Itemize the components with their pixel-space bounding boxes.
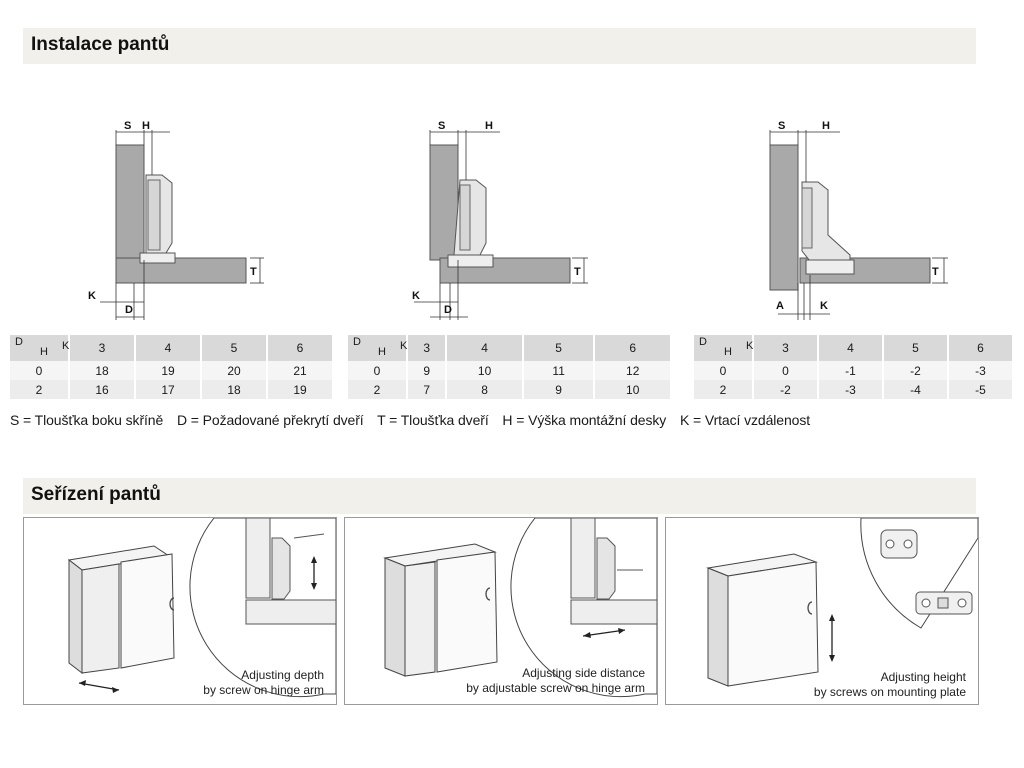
label-h: H <box>822 120 830 132</box>
label-t: T <box>932 266 939 278</box>
cabinet-side-panel <box>115 144 145 261</box>
table-column-header: 4 <box>819 335 882 361</box>
dimension-legend: S = Tloušťka boku skříně D = Požadované … <box>10 412 820 428</box>
label-k: K <box>88 290 96 302</box>
hinge-shape <box>801 181 851 262</box>
table-column-header: 3 <box>754 335 817 361</box>
legend-item: H = Výška montážní desky <box>502 412 667 428</box>
adjust-depth-caption: Adjusting depth by screw on hinge arm <box>203 668 324 697</box>
label-s: S <box>124 120 131 132</box>
install-section-title: Instalace pantů <box>31 34 170 55</box>
table-column-header: 5 <box>884 335 947 361</box>
hinge-diagram-full-overlay: S H T K D <box>88 120 264 320</box>
table-column-header: 3 <box>408 335 446 361</box>
door-panel <box>115 257 247 284</box>
table-column-header: 4 <box>136 335 200 361</box>
table-row: 2-2-3-4-5 <box>694 380 1012 399</box>
table-column-header: 4 <box>447 335 522 361</box>
mounting-plate <box>801 187 813 249</box>
mounting-plate <box>147 179 161 251</box>
label-s: S <box>778 120 785 132</box>
mounting-plate <box>459 184 471 251</box>
label-k: K <box>820 300 828 312</box>
table-column-header: 3 <box>70 335 134 361</box>
label-a: A <box>776 300 784 312</box>
table-column-header: 6 <box>949 335 1012 361</box>
adjust-height-caption: Adjusting height by screws on mounting p… <box>813 670 966 699</box>
cabinet-side-panel <box>769 144 799 291</box>
table-corner: D H K <box>348 335 407 361</box>
hinge-diagram-half-overlay: S H T K D <box>412 120 588 320</box>
hinge-cup <box>447 254 494 268</box>
cabinet-height-illustration <box>706 518 978 687</box>
cabinet-side-panel <box>429 144 459 261</box>
label-h: H <box>142 120 150 132</box>
legend-item: D = Požadované překrytí dveří <box>176 412 364 428</box>
label-t: T <box>574 266 581 278</box>
table-column-header: 5 <box>523 335 594 361</box>
label-d: D <box>125 304 133 316</box>
adjust-side-distance-caption: Adjusting side distance by adjustable sc… <box>466 666 645 695</box>
table-column-header: 5 <box>202 335 266 361</box>
table-column-header: 6 <box>595 335 670 361</box>
table-column-header: 6 <box>268 335 332 361</box>
cabinet-side-illustration <box>383 518 657 698</box>
adjust-side-distance-panel: Adjusting side distance by adjustable sc… <box>344 517 658 705</box>
table-corner: D H K <box>10 335 69 361</box>
adjust-height-panel: Adjusting height by screws on mounting p… <box>665 517 979 705</box>
adjust-depth-panel: Adjusting depth by screw on hinge arm <box>23 517 337 705</box>
label-t: T <box>250 266 257 278</box>
label-s: S <box>438 120 445 132</box>
hinge-cup <box>805 259 855 275</box>
label-k: K <box>412 290 420 302</box>
adjust-section-title: Seřízení pantů <box>31 484 161 505</box>
label-d: D <box>444 304 452 316</box>
legend-item: T = Tloušťka dveří <box>377 412 489 428</box>
hinge-diagram-inset: S H T A K <box>769 120 948 320</box>
legend-item: K = Vrtací vzdálenost <box>679 412 811 428</box>
hinge-cup <box>139 252 176 264</box>
legend-item: S = Tloušťka boku skříně <box>10 412 164 428</box>
table-corner: D H K <box>694 335 753 361</box>
adjust-section-header: Seřízení pantů <box>23 478 976 514</box>
label-h: H <box>485 120 493 132</box>
install-section-header: Instalace pantů <box>23 28 976 64</box>
cabinet-depth-illustration <box>67 518 336 698</box>
